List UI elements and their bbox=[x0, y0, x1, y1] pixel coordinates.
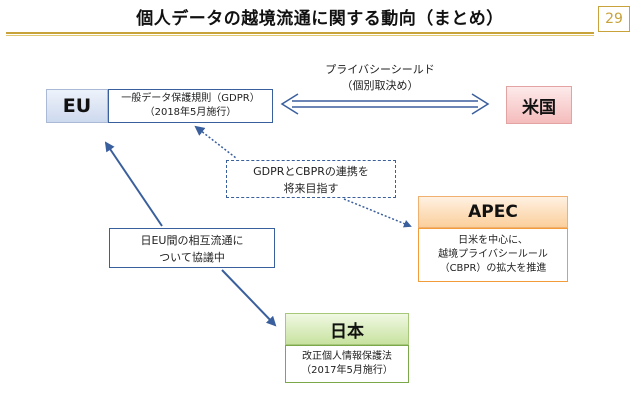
node-us: 米国 bbox=[506, 86, 572, 124]
page-number: 29 bbox=[598, 6, 630, 32]
japan-desc-line-1: 改正個人情報保護法 bbox=[302, 351, 392, 362]
apec-desc-line-2: 越境プライバシールール bbox=[438, 249, 548, 260]
node-japan: 日本 bbox=[285, 313, 409, 345]
node-apec-description: 日米を中心に、 越境プライバシールール （CBPR）の拡大を推進 bbox=[418, 228, 568, 282]
apec-desc-line-3: （CBPR）の拡大を推進 bbox=[439, 263, 547, 274]
apec-desc-line-1: 日米を中心に、 bbox=[458, 235, 528, 246]
gdpr-cbpr-edge-label: GDPRとCBPRの連携を 将来目指す bbox=[226, 160, 396, 198]
title-underline bbox=[6, 32, 594, 34]
eu-japan-line-2: ついて協議中 bbox=[159, 251, 225, 264]
eu-us-double-arrow bbox=[280, 93, 490, 115]
gdpr-apec-dotted-arrow bbox=[194, 125, 412, 228]
gdpr-cbpr-line-1: GDPRとCBPRの連携を bbox=[253, 165, 369, 178]
node-eu-label: EU bbox=[62, 95, 92, 117]
node-us-label: 米国 bbox=[522, 97, 556, 118]
eu-desc-line-1: 一般データ保護規則（GDPR） bbox=[121, 93, 260, 104]
page-title: 個人データの越境流通に関する動向（まとめ） bbox=[136, 9, 504, 29]
eu-japan-edge-label: 日EU間の相互流通に ついて協議中 bbox=[109, 228, 275, 268]
node-japan-label: 日本 bbox=[330, 321, 364, 342]
eu-desc-line-2: （2018年5月施行） bbox=[144, 107, 237, 118]
eu-us-label-line-1: プライバシーシールド bbox=[325, 63, 435, 76]
node-apec-label: APEC bbox=[468, 202, 518, 222]
gdpr-cbpr-line-2: 将来目指す bbox=[283, 182, 339, 195]
node-apec: APEC bbox=[418, 196, 568, 228]
eu-japan-arrow bbox=[104, 141, 277, 327]
eu-us-edge-label: プライバシーシールド （個別取決め） bbox=[290, 62, 470, 94]
title-underline-thin bbox=[6, 35, 594, 36]
eu-us-label-line-2: （個別取決め） bbox=[341, 79, 419, 92]
node-japan-description: 改正個人情報保護法 （2017年5月施行） bbox=[285, 345, 409, 383]
eu-japan-line-1: 日EU間の相互流通に bbox=[140, 234, 244, 247]
node-eu-description: 一般データ保護規則（GDPR） （2018年5月施行） bbox=[108, 89, 273, 123]
japan-desc-line-2: （2017年5月施行） bbox=[301, 365, 393, 376]
node-eu: EU bbox=[46, 89, 108, 123]
